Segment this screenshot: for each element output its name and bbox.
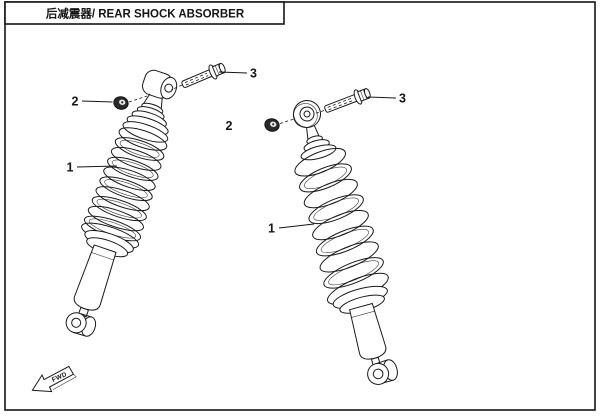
leader-left-2 <box>81 100 113 103</box>
callout-left-bolt: 3 <box>250 67 257 81</box>
left-shock-absorber-drawing <box>65 69 178 337</box>
callout-left-shock: 1 <box>67 161 74 175</box>
right-shock-absorber-drawing <box>293 100 398 385</box>
diagram-title: 后减震器/ REAR SHOCK ABSORBER <box>46 7 245 21</box>
callout-right-shock: 1 <box>268 222 275 236</box>
leader-right-1 <box>278 223 315 229</box>
left-coil-spring <box>81 127 168 249</box>
callouts: 1 2 3 2 3 1 <box>67 67 407 236</box>
right-coil-spring <box>294 147 389 305</box>
callout-left-nut: 2 <box>72 95 79 109</box>
left-bolt-drawing <box>181 62 226 88</box>
drawing-frame <box>4 1 596 411</box>
right-nut-drawing <box>264 118 280 132</box>
assembly-guide-lines <box>128 84 325 124</box>
callout-right-nut: 2 <box>226 119 233 133</box>
leader-right-3 <box>367 96 397 99</box>
callout-right-bolt: 3 <box>399 92 406 106</box>
fwd-arrow-icon: FWD <box>31 365 77 393</box>
leader-left-3 <box>218 71 248 74</box>
leader-left-1 <box>76 165 118 168</box>
left-nut-drawing <box>113 96 129 110</box>
title-block: 后减震器/ REAR SHOCK ABSORBER <box>4 1 285 25</box>
right-bolt-drawing <box>324 88 371 113</box>
